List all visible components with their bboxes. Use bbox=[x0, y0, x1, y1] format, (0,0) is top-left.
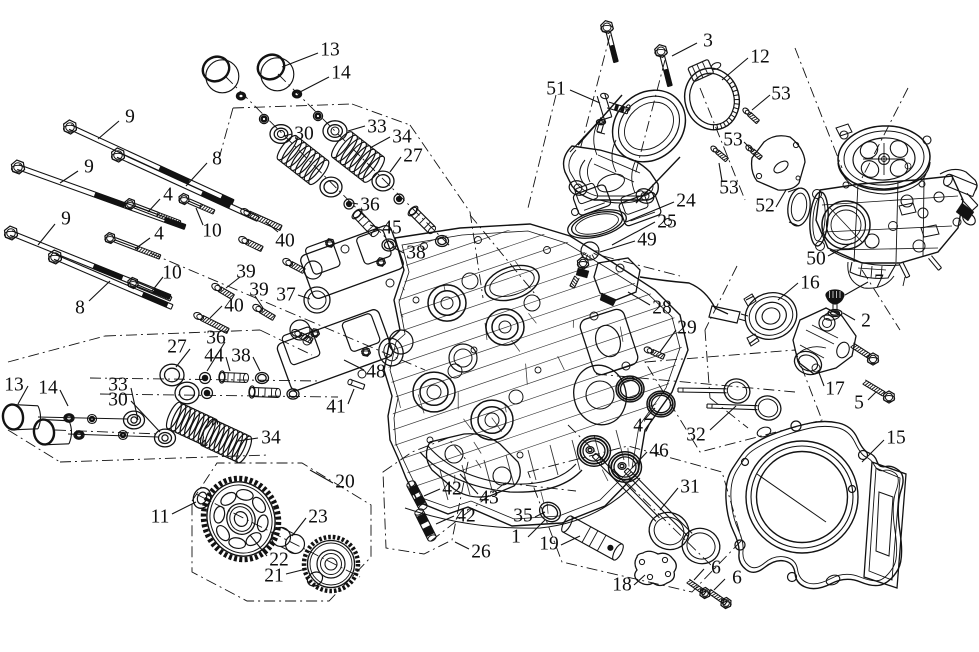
svg-text:51: 51 bbox=[546, 79, 566, 100]
svg-text:3: 3 bbox=[703, 31, 713, 52]
svg-text:28: 28 bbox=[652, 298, 672, 319]
svg-text:31: 31 bbox=[680, 477, 700, 498]
svg-text:43: 43 bbox=[479, 488, 499, 509]
svg-text:47: 47 bbox=[633, 416, 653, 437]
svg-text:42: 42 bbox=[442, 479, 462, 500]
svg-text:35: 35 bbox=[513, 506, 533, 527]
svg-text:41: 41 bbox=[326, 397, 346, 418]
svg-text:32: 32 bbox=[686, 425, 706, 446]
svg-text:4: 4 bbox=[163, 185, 173, 206]
svg-text:14: 14 bbox=[331, 63, 351, 84]
svg-text:13: 13 bbox=[320, 40, 340, 61]
svg-text:33: 33 bbox=[367, 117, 387, 138]
svg-text:5: 5 bbox=[854, 393, 864, 414]
svg-text:9: 9 bbox=[61, 209, 71, 230]
svg-text:20: 20 bbox=[335, 472, 355, 493]
svg-text:34: 34 bbox=[392, 127, 412, 148]
svg-text:42: 42 bbox=[456, 506, 476, 527]
svg-text:33: 33 bbox=[108, 375, 128, 396]
svg-text:53: 53 bbox=[719, 178, 739, 199]
svg-text:34: 34 bbox=[261, 428, 281, 449]
svg-text:12: 12 bbox=[750, 47, 770, 68]
svg-text:11: 11 bbox=[151, 507, 170, 528]
svg-text:25: 25 bbox=[657, 212, 677, 233]
svg-text:30: 30 bbox=[294, 124, 314, 145]
svg-text:9: 9 bbox=[125, 107, 135, 128]
svg-text:26: 26 bbox=[471, 542, 491, 563]
svg-text:52: 52 bbox=[755, 196, 775, 217]
svg-text:36: 36 bbox=[360, 195, 380, 216]
svg-text:40: 40 bbox=[224, 296, 244, 317]
svg-text:27: 27 bbox=[403, 146, 423, 167]
svg-text:10: 10 bbox=[202, 221, 222, 242]
svg-text:17: 17 bbox=[825, 379, 845, 400]
svg-text:14: 14 bbox=[38, 378, 58, 399]
svg-text:8: 8 bbox=[75, 298, 85, 319]
svg-text:8: 8 bbox=[212, 149, 222, 170]
svg-text:44: 44 bbox=[204, 346, 224, 367]
svg-text:29: 29 bbox=[677, 318, 697, 339]
svg-text:22: 22 bbox=[269, 550, 289, 571]
svg-text:7: 7 bbox=[874, 272, 884, 293]
svg-text:19: 19 bbox=[539, 534, 559, 555]
svg-text:9: 9 bbox=[84, 157, 94, 178]
svg-text:40: 40 bbox=[275, 231, 295, 252]
svg-text:38: 38 bbox=[231, 346, 251, 367]
svg-text:16: 16 bbox=[800, 273, 820, 294]
svg-text:6: 6 bbox=[711, 558, 721, 579]
svg-text:39: 39 bbox=[236, 262, 256, 283]
svg-text:13: 13 bbox=[4, 375, 24, 396]
svg-text:53: 53 bbox=[771, 84, 791, 105]
svg-text:15: 15 bbox=[886, 428, 906, 449]
svg-text:37: 37 bbox=[276, 285, 296, 306]
svg-text:38: 38 bbox=[406, 243, 426, 264]
svg-text:10: 10 bbox=[162, 263, 182, 284]
svg-text:1: 1 bbox=[511, 527, 521, 548]
svg-text:46: 46 bbox=[649, 441, 669, 462]
svg-text:36: 36 bbox=[206, 328, 226, 349]
svg-text:6: 6 bbox=[732, 568, 742, 589]
svg-text:39: 39 bbox=[249, 280, 269, 301]
svg-text:2: 2 bbox=[861, 311, 871, 332]
svg-text:45: 45 bbox=[382, 218, 402, 239]
svg-text:53: 53 bbox=[723, 130, 743, 151]
svg-text:30: 30 bbox=[108, 390, 128, 411]
svg-text:48: 48 bbox=[366, 362, 386, 383]
svg-text:50: 50 bbox=[806, 249, 826, 270]
svg-text:49: 49 bbox=[637, 230, 657, 251]
svg-text:21: 21 bbox=[264, 566, 284, 587]
svg-text:4: 4 bbox=[154, 224, 164, 245]
svg-text:24: 24 bbox=[676, 191, 696, 212]
svg-text:23: 23 bbox=[308, 507, 328, 528]
svg-text:18: 18 bbox=[612, 575, 632, 596]
svg-text:27: 27 bbox=[167, 337, 187, 358]
